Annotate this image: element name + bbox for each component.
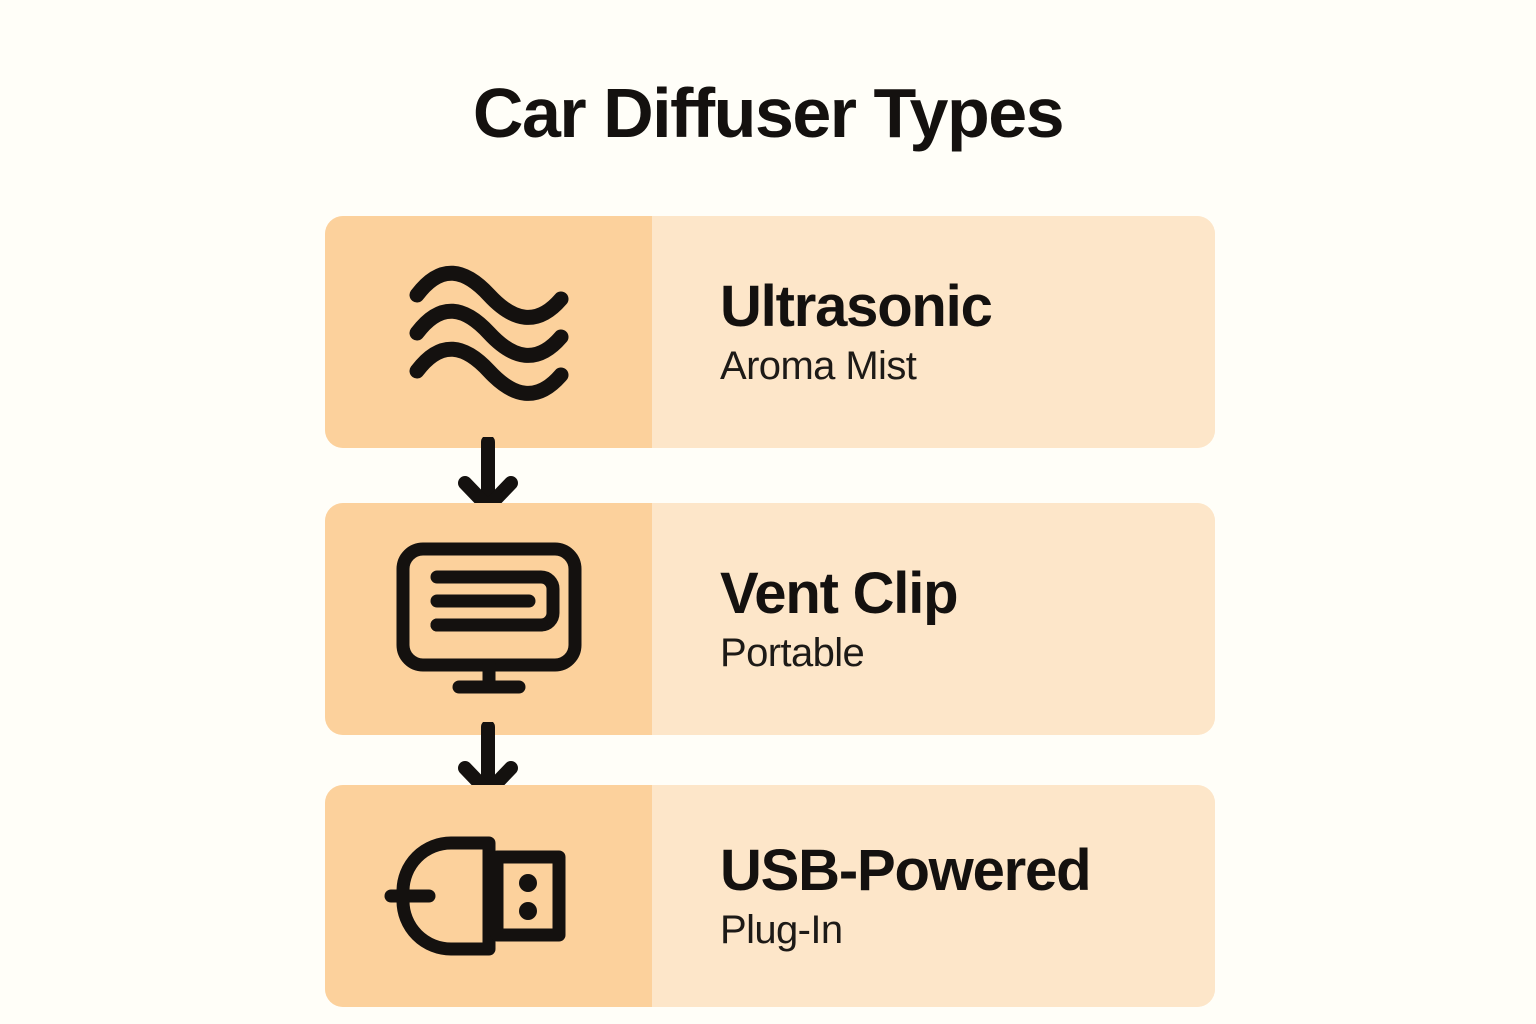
text-panel-vent-clip: Vent Clip Portable xyxy=(652,503,1215,735)
usb-plug-icon xyxy=(381,821,597,971)
card-subtitle: Portable xyxy=(720,630,865,675)
page-title: Car Diffuser Types xyxy=(472,74,1065,152)
card-heading: Vent Clip xyxy=(720,561,959,627)
icon-panel-usb-powered xyxy=(325,785,652,1007)
card-subtitle: Plug-In xyxy=(720,907,843,952)
icon-panel-vent-clip xyxy=(325,503,652,735)
card-subtitle: Aroma Mist xyxy=(720,343,917,388)
air-vent-icon xyxy=(389,541,589,697)
text-panel-ultrasonic: Ultrasonic Aroma Mist xyxy=(652,216,1215,448)
diffuser-card-ultrasonic[interactable]: Ultrasonic Aroma Mist xyxy=(325,216,1215,448)
card-heading: Ultrasonic xyxy=(720,274,993,340)
waves-icon xyxy=(399,257,579,407)
text-panel-usb-powered: USB-Powered Plug-In xyxy=(652,785,1215,1007)
icon-panel-ultrasonic xyxy=(325,216,652,448)
diffuser-card-vent-clip[interactable]: Vent Clip Portable xyxy=(325,503,1215,735)
card-heading: USB-Powered xyxy=(720,838,1092,904)
diffuser-card-usb-powered[interactable]: USB-Powered Plug-In xyxy=(325,785,1215,1007)
